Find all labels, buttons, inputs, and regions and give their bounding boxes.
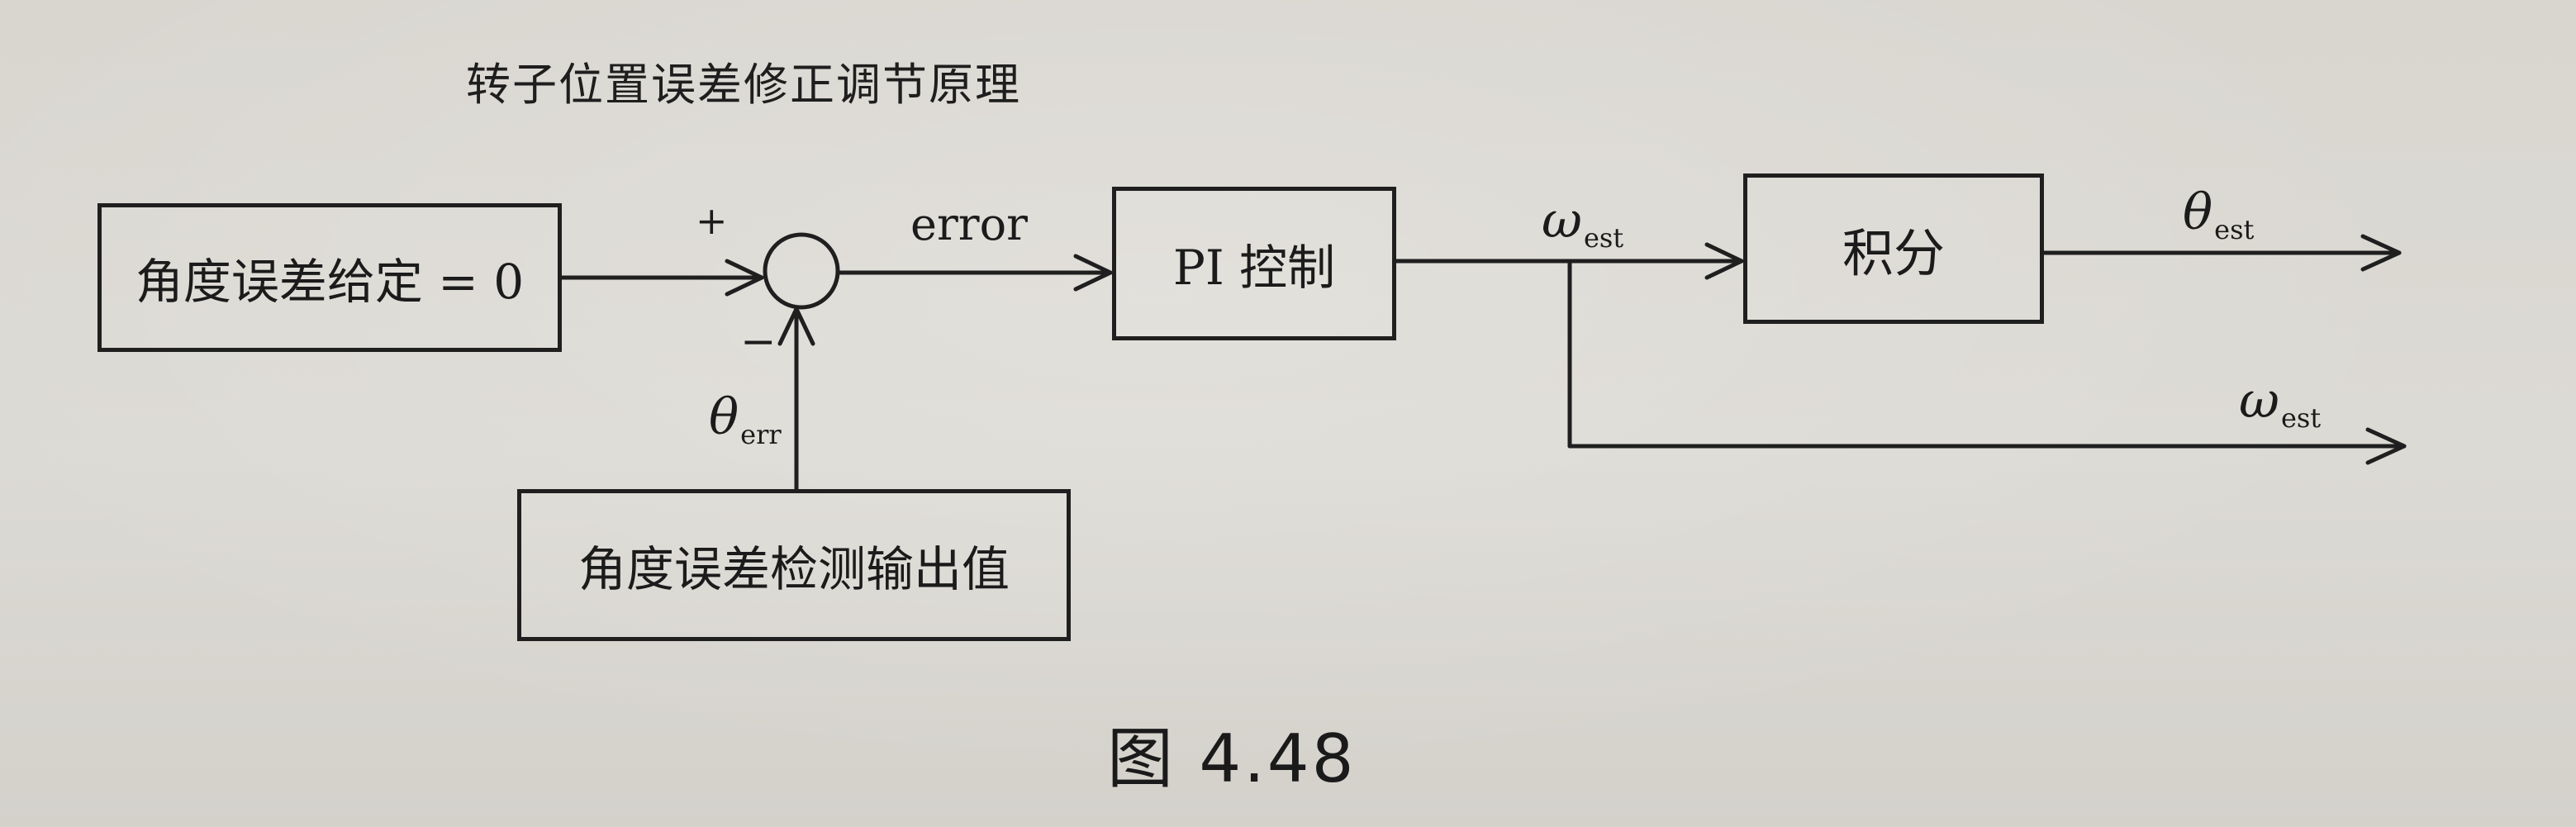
figure-caption: 图 4.48 bbox=[1107, 720, 1357, 797]
arrow-into-integrator bbox=[1704, 242, 1744, 280]
omega-est-output-label: ωest bbox=[2239, 372, 2321, 434]
summing-junction bbox=[763, 232, 840, 310]
omega-est-label: ωest bbox=[1542, 192, 1623, 254]
theta-err-label: θerr bbox=[709, 388, 782, 450]
theta-est-output-label: θest bbox=[2183, 183, 2254, 245]
integrator-block: 积分 bbox=[1743, 173, 2044, 324]
omega-est-output-symbol: ω bbox=[2239, 372, 2279, 430]
arrow-theta-est-output bbox=[2360, 234, 2402, 272]
theta-est-symbol: θ bbox=[2183, 183, 2213, 241]
minus-sign: − bbox=[740, 317, 777, 367]
diagram-title: 转子位置误差修正调节原理 bbox=[466, 59, 1021, 111]
omega-est-symbol: ω bbox=[1542, 192, 1582, 250]
arrow-omega-est-output bbox=[2365, 427, 2407, 465]
error-signal-label: error bbox=[910, 198, 1028, 250]
pi-controller-block: PI 控制 bbox=[1112, 187, 1396, 340]
arrow-into-sum-bottom bbox=[777, 307, 815, 346]
plus-sign: + bbox=[696, 198, 728, 243]
omega-est-subscript: est bbox=[1583, 222, 1624, 254]
angle-error-setpoint-block: 角度误差给定 = 0 bbox=[97, 203, 562, 352]
omega-est-output-subscript: est bbox=[2280, 402, 2322, 434]
arrow-into-sum-left bbox=[725, 259, 764, 297]
angle-error-detection-block: 角度误差检测输出值 bbox=[517, 489, 1071, 641]
theta-err-subscript: err bbox=[740, 419, 782, 450]
theta-err-symbol: θ bbox=[709, 388, 739, 446]
arrow-into-pi bbox=[1073, 254, 1113, 292]
theta-est-subscript: est bbox=[2214, 214, 2255, 245]
